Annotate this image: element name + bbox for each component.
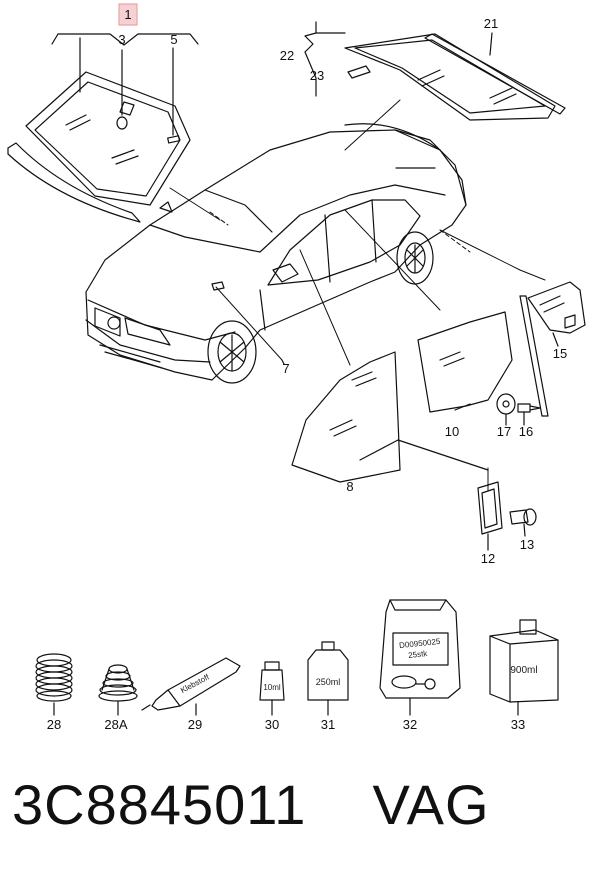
bag-32 (379, 599, 461, 716)
canister-label: 900ml (510, 665, 537, 676)
callout-21: 21 (484, 16, 498, 31)
callout-8: 8 (346, 479, 353, 494)
callout-23: 23 (310, 68, 324, 83)
rear-window-glass (344, 33, 556, 121)
part-number-footer: 3C8845011 VAG (12, 772, 490, 837)
callout-15: 15 (553, 346, 567, 361)
callout-33: 33 (511, 717, 525, 732)
callout-30: 30 (265, 717, 279, 732)
callout-10: 10 (445, 424, 459, 439)
callout-13: 13 (520, 537, 534, 552)
door-glass-10 (417, 311, 513, 413)
quarter-glass-15 (527, 281, 586, 334)
windshield-assembly (7, 33, 199, 223)
callout-17: 17 (497, 424, 511, 439)
callout-12: 12 (481, 551, 495, 566)
callout-3: 3 (118, 32, 125, 47)
bolt-13 (509, 508, 537, 537)
part-number: 3C8845011 (12, 773, 307, 836)
windshield-seal (7, 142, 141, 223)
rear-window-seal (424, 33, 566, 115)
windshield-glass (25, 71, 191, 206)
callout-1: 1 (124, 7, 131, 22)
door-glass-8 (291, 351, 401, 483)
sealing-coil-28 (35, 653, 73, 716)
bump-stop-17 (496, 393, 516, 415)
callout-16: 16 (519, 424, 533, 439)
leader-lines (169, 99, 546, 491)
callout-22: 22 (280, 48, 294, 63)
callout-28: 28 (47, 717, 61, 732)
canister-33 (489, 619, 559, 716)
callout-7: 7 (282, 361, 289, 376)
bottle-30 (259, 661, 285, 716)
bag-code-label: D00950025 (399, 637, 442, 650)
callout-31: 31 (321, 717, 335, 732)
bottle-small-label: 10ml (263, 683, 281, 692)
car-body (85, 123, 467, 384)
callout-28a: 28A (104, 717, 127, 732)
callout-29: 29 (188, 717, 202, 732)
screw-16 (517, 403, 541, 426)
callout-32: 32 (403, 717, 417, 732)
callout-labels: 1 3 5 21 22 23 7 8 10 12 13 15 16 17 28 … (47, 7, 567, 732)
adhesive-tube-29 (141, 657, 241, 716)
rear-window-assembly (304, 21, 566, 121)
callout-5: 5 (170, 32, 177, 47)
sealing-coil-28a (98, 664, 138, 716)
bracket-12 (477, 481, 503, 551)
bag-qty-label: 25stk (408, 649, 429, 660)
highlight-box (118, 3, 138, 26)
brand-name: VAG (372, 773, 490, 836)
bottle-medium-label: 250ml (316, 677, 341, 687)
bottle-31 (307, 641, 349, 716)
product-label-texts: Klebstoff 10ml 250ml D00950025 25stk 900… (179, 637, 538, 695)
